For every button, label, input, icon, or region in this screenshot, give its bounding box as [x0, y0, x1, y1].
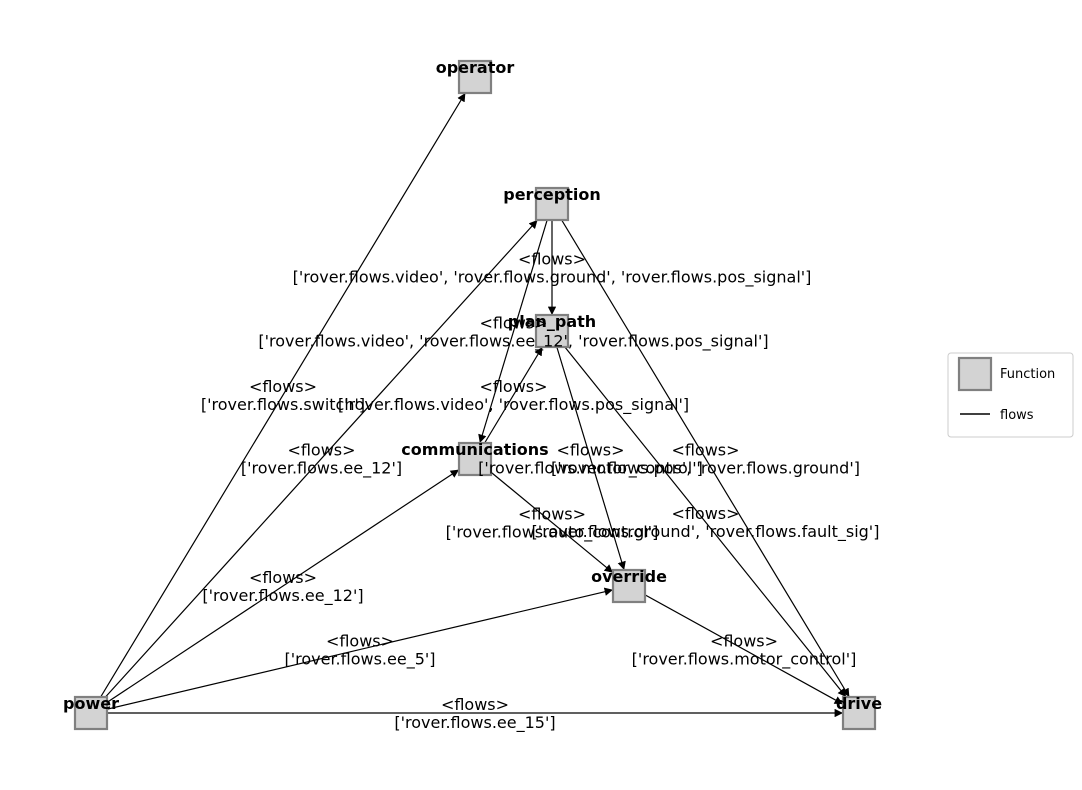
edges-layer — [90, 92, 850, 718]
legend-function-label: Function — [1000, 367, 1055, 382]
edge-flows-label: ['rover.flows.ground', 'rover.flows.faul… — [532, 522, 880, 542]
edge-type-label: <flows> — [671, 441, 739, 460]
node-label-perception: perception — [503, 185, 601, 204]
edge-flows-label: ['rover.flows.ee_5'] — [284, 650, 435, 670]
edge-power-to-override — [90, 587, 614, 714]
node-label-override: override — [591, 567, 667, 586]
legend-function-swatch — [957, 356, 993, 392]
legend: Function flows — [947, 352, 1074, 438]
node-drive[interactable] — [841, 695, 877, 731]
edge-communications-to-plan_path — [474, 346, 543, 460]
edge-type-label: <flows> — [249, 377, 317, 396]
edge-plan_path-to-override — [551, 330, 626, 571]
edge-flows-label: ['rover.flows.video', 'rover.flows.pos_s… — [338, 395, 689, 415]
edge-type-label: <flows> — [518, 250, 586, 269]
node-override[interactable] — [611, 568, 647, 604]
edge-flows-label: ['rover.flows.motor_control'] — [478, 459, 703, 479]
legend-flows-label: flows — [1000, 408, 1034, 423]
node-power[interactable] — [73, 695, 109, 731]
nodes-layer — [73, 59, 877, 731]
edge-type-label: <flows> — [249, 568, 317, 587]
edge-flows-label: ['rover.flows.video', 'rover.flows.groun… — [293, 268, 812, 288]
edge-type-label: <flows> — [326, 632, 394, 651]
edge-type-label: <flows> — [479, 377, 547, 396]
edge-type-label: <flows> — [671, 504, 739, 523]
edge-perception-to-communications — [478, 203, 553, 444]
node-label-communications: communications — [401, 440, 548, 459]
node-label-operator: operator — [436, 58, 515, 77]
edge-labels-layer: <flows>['rover.flows.switch']<flows>['ro… — [201, 250, 880, 734]
node-label-power: power — [63, 694, 119, 713]
node-labels-layer: operator perception plan_path communication… — [63, 58, 882, 713]
edge-type-label: <flows> — [441, 695, 509, 714]
edge-flows-label: ['rover.flows.motor_control'] — [632, 650, 857, 670]
node-operator[interactable] — [457, 59, 493, 95]
edge-flows-label: ['rover.flows.video', 'rover.flows.ee_12… — [258, 332, 768, 352]
edge-type-label: <flows> — [287, 441, 355, 460]
edge-power-to-operator — [90, 92, 466, 714]
edge-flows-label: ['rover.flows.auto_control'] — [446, 523, 659, 543]
edge-power-to-perception — [90, 219, 538, 714]
edge-type-label: <flows> — [479, 314, 547, 333]
node-communications[interactable] — [457, 441, 493, 477]
edge-flows-label: ['rover.flows.ee_12'] — [202, 586, 363, 606]
edge-perception-to-drive — [551, 203, 850, 698]
node-perception[interactable] — [534, 186, 570, 222]
edge-type-label: <flows> — [556, 441, 624, 460]
edge-type-label: <flows> — [518, 505, 586, 524]
edge-flows-label: ['rover.flows.switch'] — [201, 395, 365, 414]
edge-flows-label: ['rover.flows.ee_12'] — [241, 459, 402, 479]
edge-power-to-communications — [90, 469, 460, 714]
node-label-plan-path: plan_path — [508, 312, 596, 331]
node-plan-path[interactable] — [534, 313, 570, 349]
edge-type-label: <flows> — [710, 632, 778, 651]
edge-flows-label: ['rover.flows.pos', 'rover.flows.ground'… — [551, 459, 860, 478]
edge-plan_path-to-drive — [551, 330, 847, 698]
edge-override-to-drive — [628, 585, 844, 705]
edge-flows-label: ['rover.flows.ee_15'] — [394, 713, 555, 733]
node-label-drive: drive — [836, 694, 882, 713]
edge-communications-to-override — [474, 458, 614, 574]
